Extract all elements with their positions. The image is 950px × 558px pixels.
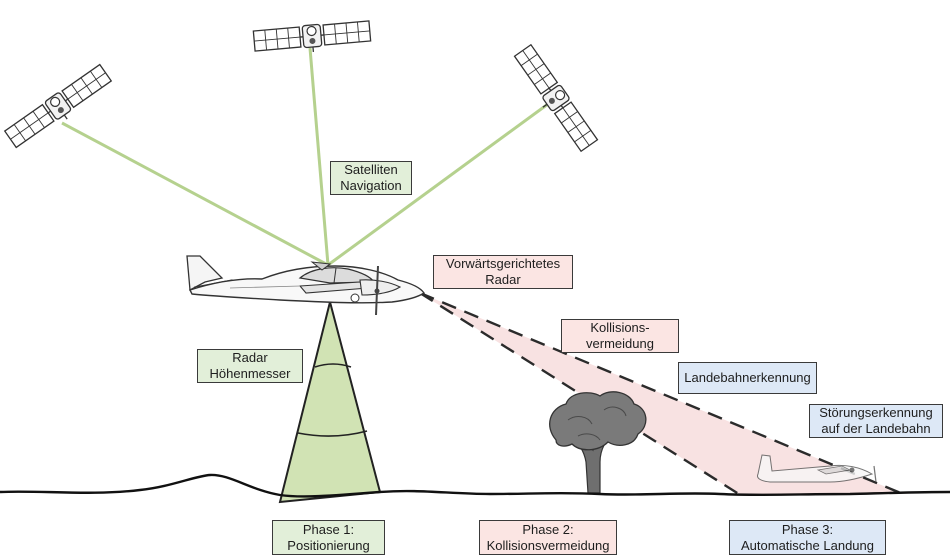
phase-3-label: Phase 3: Automatische Landung — [729, 520, 886, 555]
collision-avoidance-label: Kollisions- vermeidung — [561, 319, 679, 353]
collision-avoidance-line1: Kollisions- — [590, 320, 650, 335]
phase-2-subtitle: Kollisionsvermeidung — [486, 537, 610, 553]
forward-radar-line1: Vorwärtsgerichtetes — [445, 256, 561, 271]
satellite-icon — [510, 44, 599, 155]
aircraft-icon — [186, 255, 425, 316]
forward-radar-line2: Radar — [485, 272, 521, 287]
phase-1-label: Phase 1: Positionierung — [272, 520, 385, 555]
radar-altimeter-line2: Höhenmesser — [209, 366, 291, 381]
satellite-link-right — [327, 102, 549, 267]
ground-line — [0, 473, 950, 498]
runway-disturbance-label: Störungserkennung auf der Landebahn — [809, 404, 943, 438]
phase-3-title: Phase 3: — [781, 521, 834, 537]
runway-disturbance-line1: Störungserkennung — [819, 405, 933, 420]
runway-detection-line1: Landebahnerkennung — [684, 370, 811, 385]
satellite-links — [61, 47, 549, 267]
satellite-navigation-label: Satelliten Navigation — [330, 161, 412, 195]
phase-2-title: Phase 2: — [522, 521, 574, 537]
satellite-navigation-line1: Satelliten — [344, 162, 398, 177]
radar-altimeter-line1: Radar — [232, 350, 268, 365]
forward-radar-label: Vorwärtsgerichtetes Radar — [433, 255, 573, 289]
collision-avoidance-line2: vermeidung — [586, 336, 654, 351]
satellite-link-center — [308, 47, 330, 266]
satellite-icon — [4, 64, 115, 153]
satellite-icon — [253, 20, 371, 57]
runway-detection-label: Landebahnerkennung — [678, 362, 817, 394]
radar-altimeter-cone — [278, 301, 382, 504]
tree-icon — [549, 391, 647, 494]
runway-disturbance-line2: auf der Landebahn — [821, 421, 931, 436]
radar-altimeter-label: Radar Höhenmesser — [197, 349, 303, 383]
landed-aircraft-icon — [757, 454, 877, 483]
phase-1-title: Phase 1: — [302, 521, 355, 537]
phase-1-subtitle: Positionierung — [287, 537, 370, 553]
satellite-link-left — [61, 121, 329, 267]
satellite-navigation-line2: Navigation — [340, 178, 402, 193]
forward-radar-beam — [419, 291, 904, 498]
phase-3-subtitle: Automatische Landung — [741, 537, 874, 553]
phase-2-label: Phase 2: Kollisionsvermeidung — [479, 520, 617, 555]
